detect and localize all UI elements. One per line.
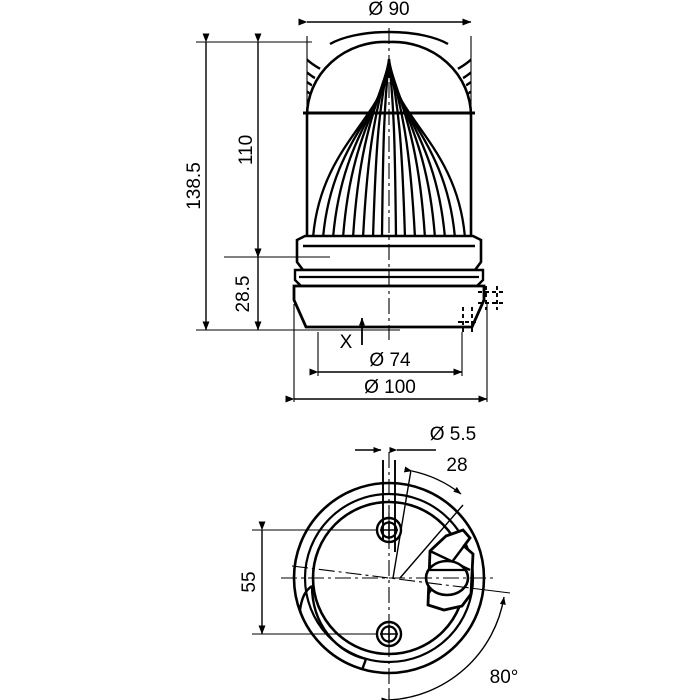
dimension-dia-100-label: Ø 100: [364, 377, 416, 398]
dimension-55: 55: [239, 521, 378, 635]
dimension-55-label: 55: [239, 571, 260, 592]
marker-x-label: X: [340, 332, 353, 353]
bottom-view-centerlines: [281, 452, 497, 700]
lens-ribs-vertical: [311, 58, 467, 236]
cable-entry-hidden: [458, 286, 506, 334]
dimension-28-label: 28: [446, 455, 467, 476]
dimension-28: 28: [392, 455, 468, 579]
dimension-80-deg-label: 80°: [490, 667, 519, 688]
dimension-28-5: 28.5: [224, 248, 262, 331]
bottom-view: Ø 5.5 28 55 80°: [239, 424, 518, 700]
front-view: Ø 90 138.5 110 28.5 X: [184, 0, 506, 403]
dimension-28-5-label: 28.5: [233, 276, 254, 313]
dimension-80-deg: 80°: [381, 587, 519, 700]
dimension-dia-90-label: Ø 90: [368, 0, 409, 20]
dimension-dia-5-5: Ø 5.5: [355, 424, 476, 453]
dimension-dia-90: Ø 90: [298, 0, 472, 128]
dimension-dia-100: Ø 100: [285, 304, 488, 403]
dimension-110-label: 110: [236, 135, 257, 165]
marker-x: X: [340, 317, 365, 353]
dimension-dia-5-5-label: Ø 5.5: [430, 424, 476, 445]
hole-projection-lines: [382, 460, 396, 552]
dimension-dia-74-label: Ø 74: [369, 350, 411, 371]
dimension-138-5-label: 138.5: [184, 162, 205, 210]
dimension-dia-74: Ø 74: [309, 332, 463, 376]
